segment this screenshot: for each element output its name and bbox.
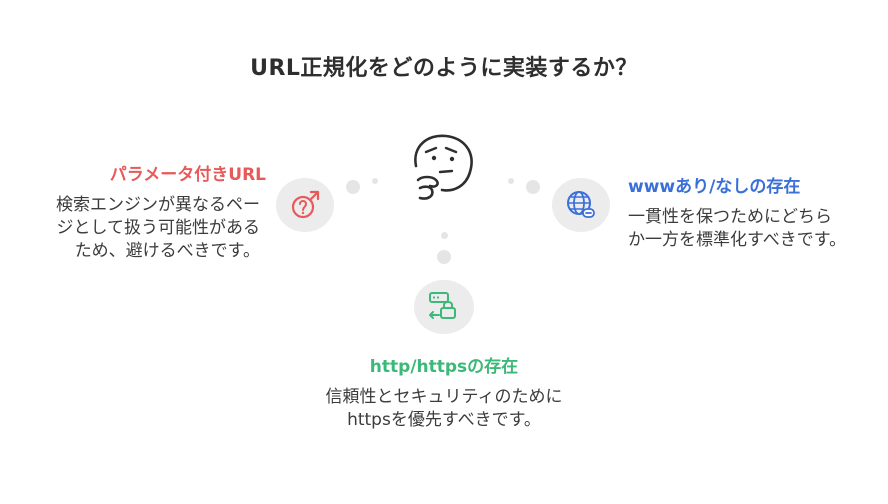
connector-dot bbox=[441, 232, 448, 239]
gender-question-icon bbox=[288, 188, 322, 222]
left-heading: パラメータ付きURL bbox=[109, 165, 266, 185]
diagram-title: URL正規化をどのように実装するか？ bbox=[250, 56, 638, 81]
globe-link-icon bbox=[564, 188, 598, 222]
connector-dot bbox=[526, 180, 540, 194]
bottom-heading: http/httpsの存在 bbox=[369, 357, 519, 377]
secure-server-icon bbox=[427, 290, 461, 324]
left-description: 検索エンジンが異なるページとして扱う可能性があるため、避けるべきです。 bbox=[56, 195, 260, 261]
right-description: 一貫性を保つためにどちらか一方を標準化すべきです。 bbox=[628, 207, 847, 250]
connector-dot bbox=[437, 250, 451, 264]
connector-dot bbox=[346, 180, 360, 194]
connector-dot bbox=[508, 178, 514, 184]
connector-dot bbox=[372, 178, 378, 184]
thinking-face-icon bbox=[406, 128, 482, 208]
right-icon-bubble bbox=[552, 178, 610, 232]
right-heading: wwwあり/なしの存在 bbox=[628, 177, 801, 197]
bottom-description: 信頼性とセキュリティのためにhttpsを優先すべきです。 bbox=[325, 387, 563, 430]
